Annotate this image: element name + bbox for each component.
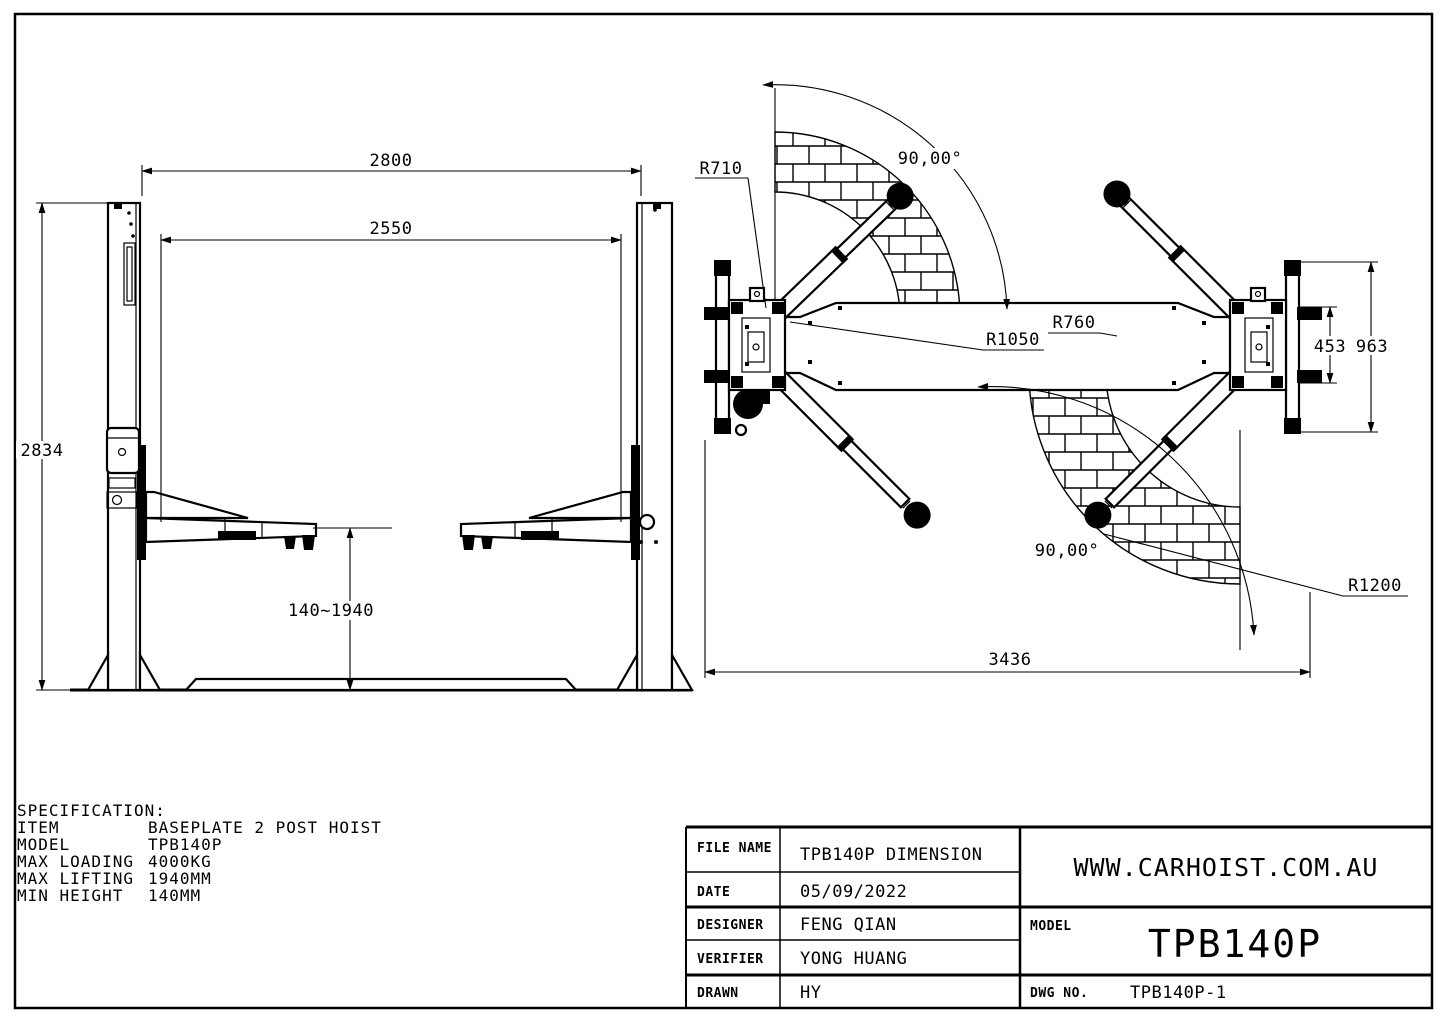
spec-label: ITEM xyxy=(17,818,60,837)
front-angle-arc xyxy=(762,81,1011,310)
dim-overall-width: 2800 xyxy=(370,151,413,171)
designer-value: FENG QIAN xyxy=(800,915,897,935)
lift-pad xyxy=(462,535,475,550)
spec-value: 1940MM xyxy=(148,869,212,888)
verifier-label: VERIFIER xyxy=(697,952,764,967)
spec-label: MIN HEIGHT xyxy=(17,886,123,905)
lift-pad xyxy=(284,536,296,549)
spec-label: MAX LIFTING xyxy=(17,869,134,888)
designer-label: DESIGNER xyxy=(697,918,764,933)
sheet-border xyxy=(13,12,1434,1010)
spec-value: BASEPLATE 2 POST HOIST xyxy=(148,818,382,837)
model-value: TPB140P xyxy=(1148,922,1322,966)
dim-lift-range: 140~1940 xyxy=(288,601,374,621)
file-name-value: TPB140P DIMENSION xyxy=(800,845,983,865)
dim-overall-length: 3436 xyxy=(989,650,1032,670)
dim-inner-width: 2550 xyxy=(370,219,413,239)
right-lift-arm xyxy=(459,490,633,550)
gusset xyxy=(86,650,110,692)
right-post xyxy=(615,201,694,692)
dim-radius-rear-max: R1200 xyxy=(1348,576,1402,596)
hose-reel xyxy=(638,513,656,531)
date-value: 05/09/2022 xyxy=(800,882,907,902)
drawn-label: DRAWN xyxy=(697,986,739,1001)
spec-value: 140MM xyxy=(148,886,201,905)
floor-baseplate xyxy=(183,677,579,692)
anchor-plate xyxy=(714,260,731,434)
dwg-no-label: DWG NO. xyxy=(1030,986,1088,1001)
spec-title: SPECIFICATION: xyxy=(17,801,166,820)
verifier-value: YONG HUANG xyxy=(800,949,907,969)
carriage xyxy=(137,445,146,560)
front-right-arm xyxy=(1103,180,1253,330)
lift-pad xyxy=(302,535,315,550)
spec-label: MAX LOADING xyxy=(17,852,134,871)
dwg-no-value: TPB140P-1 xyxy=(1130,983,1227,1003)
dim-height: 2834 xyxy=(21,441,64,461)
anchor-plate xyxy=(1284,260,1301,434)
file-name-label: FILE NAME xyxy=(697,841,772,856)
left-post-plan xyxy=(704,260,787,437)
power-unit xyxy=(105,426,141,509)
dim-angle-rear: 90,00° xyxy=(1035,541,1099,561)
drawn-value: HY xyxy=(800,983,821,1003)
front-view: 2800 2550 2834 140~1940 xyxy=(16,151,694,692)
arm-pad xyxy=(1103,180,1131,208)
specification-block: SPECIFICATION: ITEM BASEPLATE 2 POST HOI… xyxy=(17,801,382,905)
front-view-dimensions: 2800 2550 2834 140~1940 xyxy=(16,151,642,691)
gusset xyxy=(138,650,162,692)
lift-pad xyxy=(481,536,493,549)
carriage xyxy=(631,445,640,560)
arm-pad xyxy=(903,501,931,529)
website-text: WWW.CARHOIST.COM.AU xyxy=(1074,853,1379,882)
model-label: MODEL xyxy=(1030,919,1072,934)
plan-view: R710 R1050 R760 R1200 90,00° 90,00° xyxy=(695,81,1410,678)
dim-baseplate-width: 963 xyxy=(1356,337,1388,357)
spec-value: 4000KG xyxy=(148,852,212,871)
title-block: FILE NAME TPB140P DIMENSION DATE 05/09/2… xyxy=(685,825,1432,1008)
gusset xyxy=(670,650,694,692)
plan-view-dimensions: R710 R1050 R760 R1200 90,00° 90,00° xyxy=(695,148,1410,678)
spec-label: MODEL xyxy=(17,835,70,854)
gusset xyxy=(615,650,639,692)
rear-angle-arc xyxy=(977,383,1257,636)
spec-value: TPB140P xyxy=(148,835,222,854)
left-lift-arm xyxy=(144,490,318,550)
dim-radius-front-min: R710 xyxy=(700,159,743,179)
post-window xyxy=(123,242,136,306)
dim-angle-front: 90,00° xyxy=(898,149,962,169)
dim-radius-front-max: R1050 xyxy=(986,330,1040,350)
date-label: DATE xyxy=(697,885,730,900)
dim-carriage-width: 453 xyxy=(1314,337,1346,357)
dim-radius-rear-min: R760 xyxy=(1053,313,1096,333)
